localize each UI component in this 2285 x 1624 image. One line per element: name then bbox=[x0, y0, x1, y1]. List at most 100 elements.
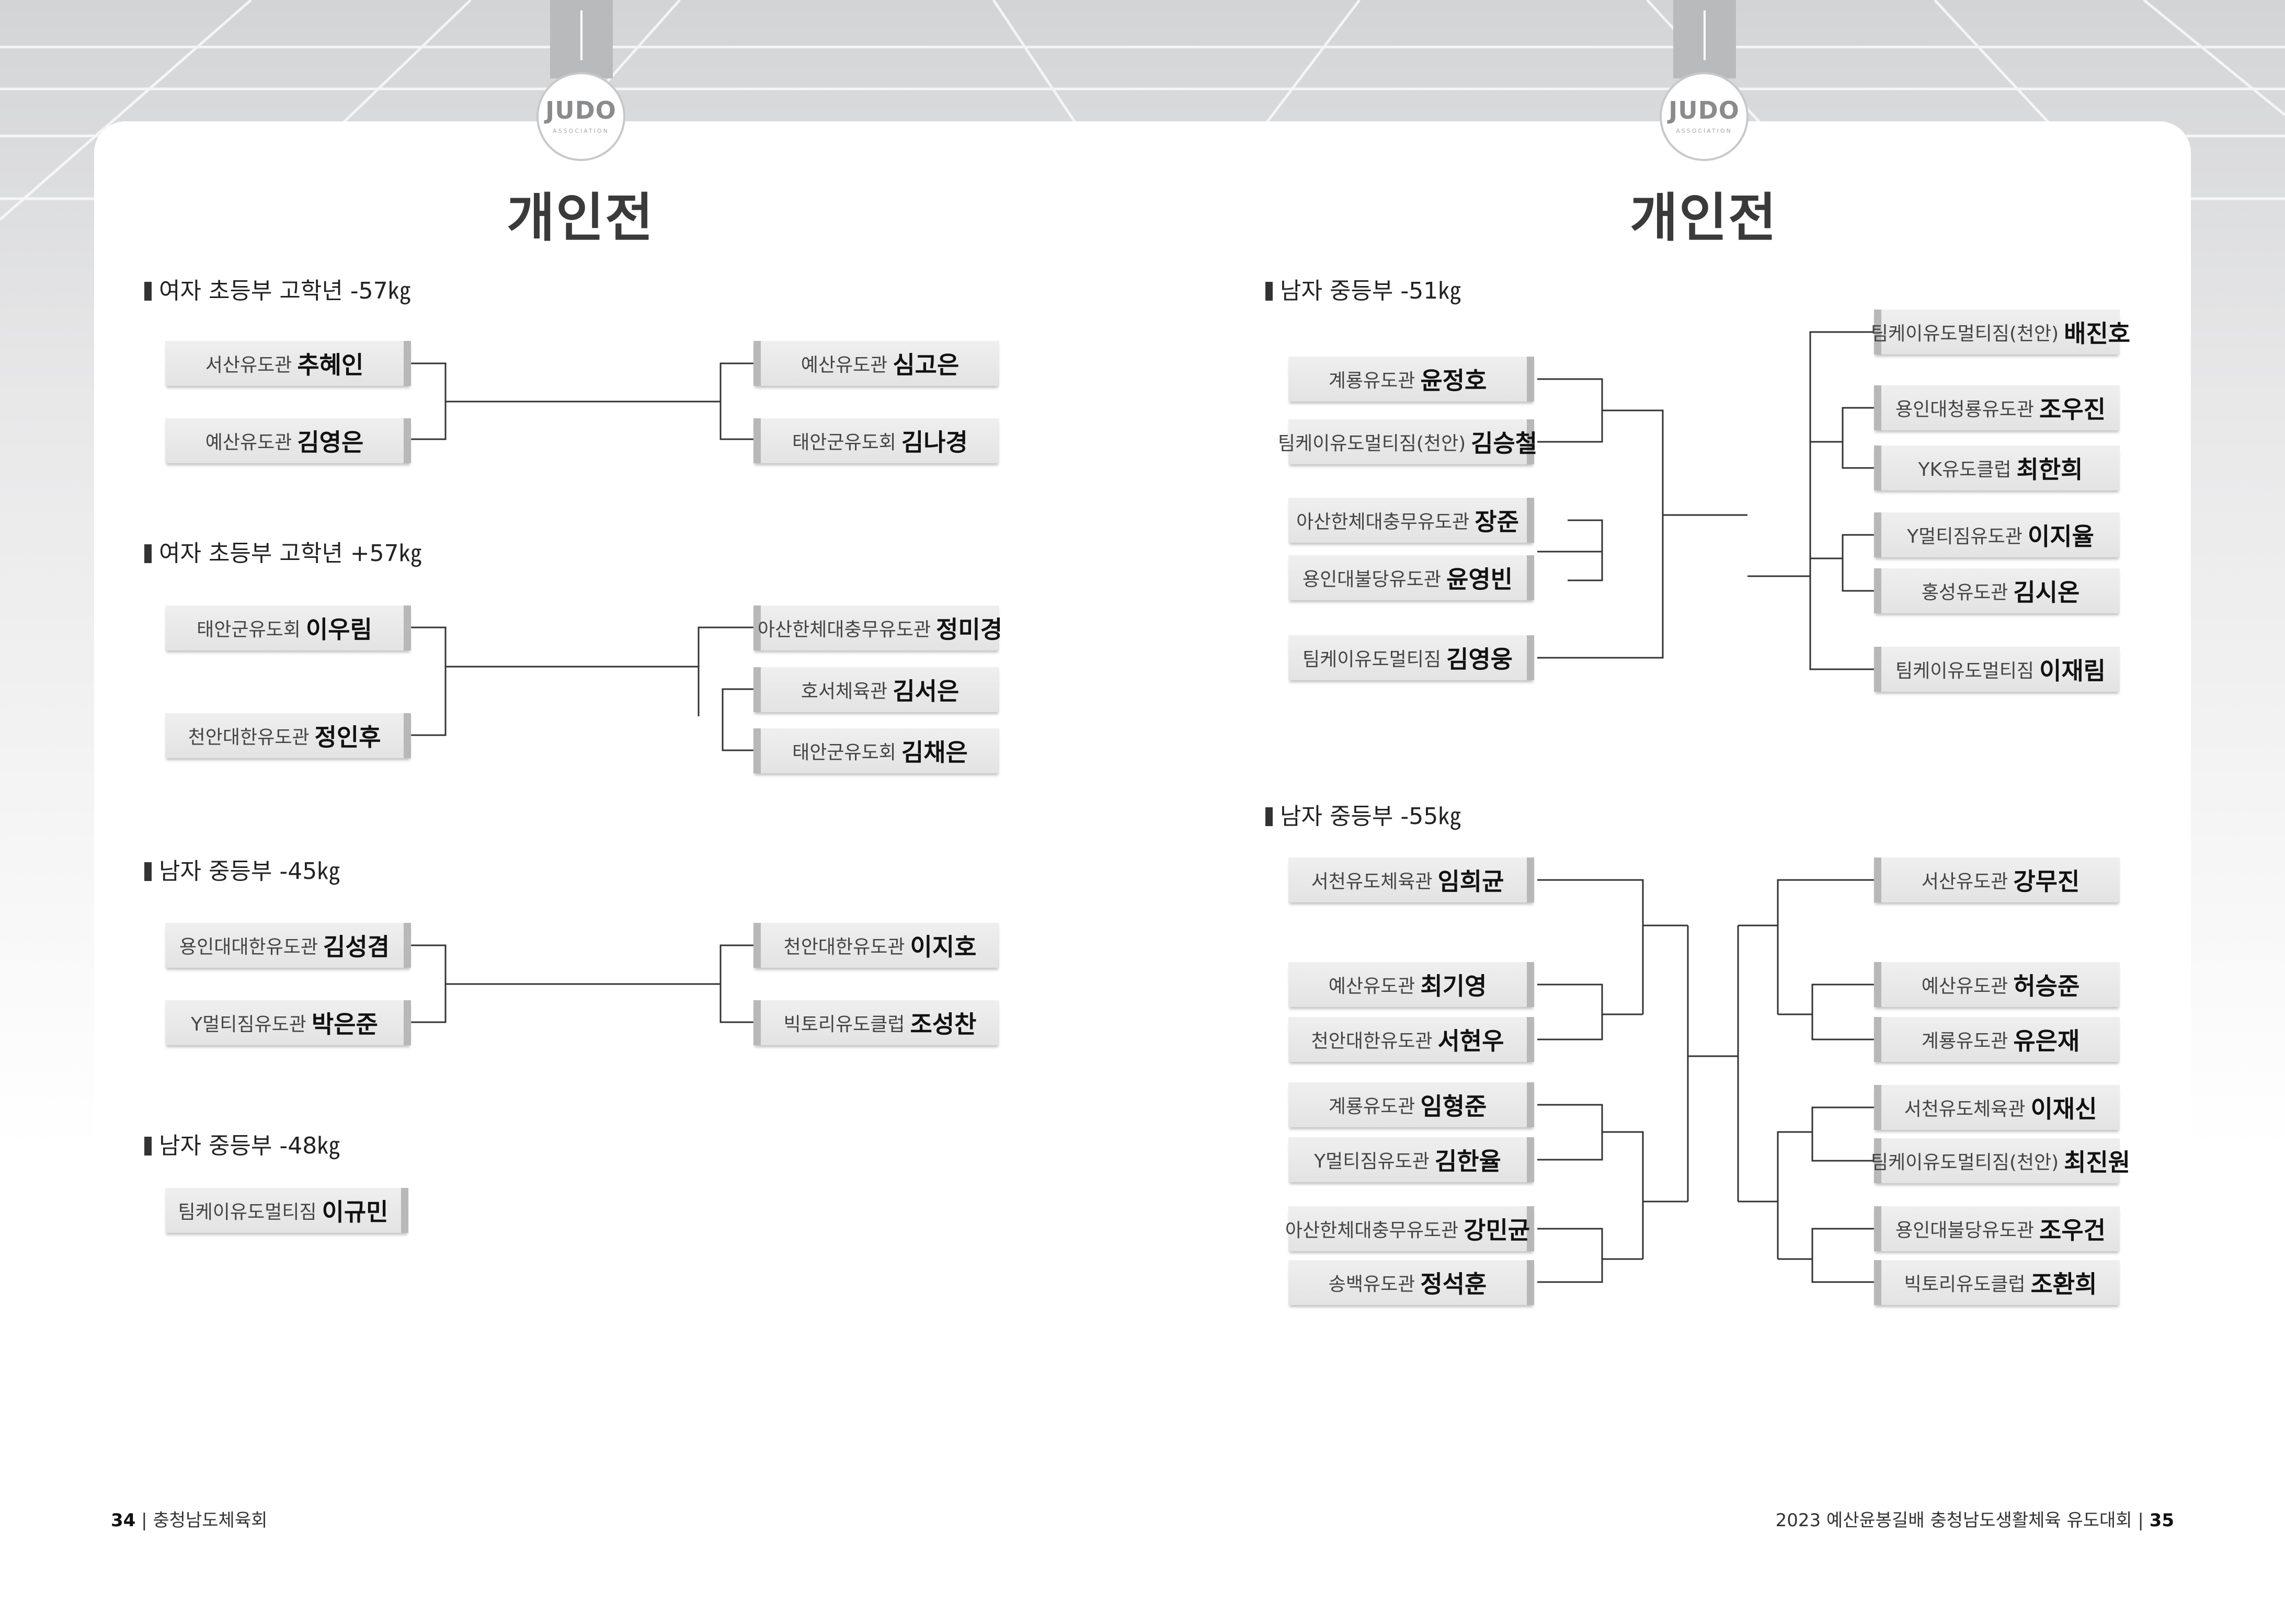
club-name: 서천유도체육관 bbox=[1311, 871, 1433, 893]
club-name: 예산유도관 bbox=[801, 354, 888, 376]
club-name: 예산유도관 bbox=[205, 432, 292, 453]
section-title: 남자 중등부 -48㎏ bbox=[144, 1127, 340, 1160]
club-name: 팀케이유도멀티짐 bbox=[1895, 660, 2034, 682]
club-name: 서산유도관 bbox=[205, 354, 292, 376]
section-title: 남자 중등부 -55㎏ bbox=[1265, 797, 1461, 831]
competitor-name: 김시온 bbox=[2013, 578, 2080, 607]
medal-ribbon bbox=[550, 0, 613, 78]
club-name: 홍성유도관 bbox=[1921, 582, 2008, 603]
competitor-name: 조우건 bbox=[2039, 1216, 2106, 1244]
club-name: 용인대불당유도관 bbox=[1895, 1220, 2034, 1241]
competitor-name: 김서은 bbox=[893, 677, 959, 705]
competitor-name: 강민균 bbox=[1464, 1216, 1530, 1244]
judo-logo: JUDO ASSOCIATION bbox=[1660, 72, 1749, 161]
logo-subtext: ASSOCIATION bbox=[553, 128, 609, 134]
club-name: 아산한체대충무유도관 bbox=[1296, 511, 1470, 533]
section-marker bbox=[144, 544, 152, 563]
competitor-name: 박은준 bbox=[311, 1010, 378, 1038]
club-name: Y멀티짐유도관 bbox=[1907, 526, 2023, 547]
club-name: 서천유도체육관 bbox=[1904, 1099, 2026, 1120]
competitor-name: 정미경 bbox=[936, 615, 1003, 644]
section-title-text: 남자 중등부 -45㎏ bbox=[159, 858, 340, 885]
logo-text: JUDO bbox=[545, 96, 616, 124]
logo-subtext: ASSOCIATION bbox=[1676, 128, 1732, 134]
page-number: 34 bbox=[111, 1510, 136, 1531]
page-card bbox=[94, 121, 2191, 1624]
section-title-text: 남자 중등부 -55㎏ bbox=[1280, 803, 1461, 830]
competitor-name: 최진원 bbox=[2064, 1148, 2131, 1176]
club-name: 송백유도관 bbox=[1328, 1274, 1415, 1295]
club-name: 예산유도관 bbox=[1328, 976, 1415, 997]
competitor-name: 강무진 bbox=[2013, 867, 2080, 896]
club-name: 아산한체대충무유도관 bbox=[1285, 1220, 1459, 1241]
section-title: 여자 초등부 고학년 +57㎏ bbox=[144, 534, 422, 568]
competitor-name: 정석훈 bbox=[1420, 1270, 1487, 1298]
competitor-name: 최한희 bbox=[2016, 455, 2083, 484]
competitor-name: 이재림 bbox=[2039, 657, 2106, 685]
competitor-name: 김한율 bbox=[1434, 1147, 1501, 1175]
club-name: 태안군유도회 bbox=[197, 619, 301, 641]
section-title-text: 여자 초등부 고학년 -57㎏ bbox=[159, 278, 411, 304]
club-name: 서산유도관 bbox=[1921, 871, 2008, 893]
section-title-text: 여자 초등부 고학년 +57㎏ bbox=[159, 540, 422, 567]
competitor-name: 유은재 bbox=[2013, 1027, 2080, 1055]
competitor-name: 김채은 bbox=[901, 738, 968, 767]
competitor-name: 최기영 bbox=[1420, 972, 1487, 1000]
club-name: 팀케이유도멀티짐 bbox=[178, 1202, 317, 1223]
club-name: Y멀티짐유도관 bbox=[191, 1014, 306, 1035]
section-marker bbox=[144, 282, 152, 301]
competitor-name: 이재신 bbox=[2030, 1095, 2097, 1123]
section-marker bbox=[1265, 282, 1273, 301]
section-title: 여자 초등부 고학년 -57㎏ bbox=[144, 272, 411, 305]
club-name: 아산한체대충무유도관 bbox=[757, 619, 931, 641]
club-name: 태안군유도회 bbox=[792, 432, 896, 453]
competitor-name: 심고은 bbox=[893, 351, 959, 379]
page-number: 35 bbox=[2149, 1510, 2174, 1531]
competitor-name: 윤영빈 bbox=[1446, 565, 1513, 593]
competitor-name: 임형준 bbox=[1420, 1092, 1487, 1120]
competitor-box: 팀케이유도멀티짐(천안)김승철 bbox=[1278, 419, 1538, 464]
club-name: 천안대한유도관 bbox=[1311, 1031, 1433, 1052]
competitor-name: 이규민 bbox=[322, 1198, 389, 1226]
footer-event: 2023 예산윤봉길배 충청남도생활체육 유도대회 bbox=[1775, 1510, 2132, 1531]
page-title-right: 개인전 bbox=[1630, 187, 1777, 248]
footer-org: 충청남도체육회 bbox=[153, 1510, 268, 1531]
club-name: 빅토리유도클럽 bbox=[783, 1014, 905, 1035]
club-name: 용인대대한유도관 bbox=[179, 936, 318, 958]
competitor-name: 장준 bbox=[1475, 508, 1519, 536]
section-title: 남자 중등부 -51㎏ bbox=[1265, 272, 1461, 305]
competitor-name: 조환희 bbox=[2030, 1270, 2097, 1298]
footer-right: 2023 예산윤봉길배 충청남도생활체육 유도대회 | 35 bbox=[1776, 1506, 2174, 1531]
competitor-name: 배진호 bbox=[2064, 319, 2131, 348]
competitor-name: 이지호 bbox=[910, 933, 977, 961]
competitor-name: 김승철 bbox=[1471, 429, 1538, 458]
footer-left: 34 | 충청남도체육회 bbox=[111, 1506, 267, 1531]
page-title-left: 개인전 bbox=[507, 187, 654, 248]
club-name: 천안대한유도관 bbox=[783, 936, 905, 958]
club-name: 빅토리유도클럽 bbox=[1904, 1274, 2026, 1295]
club-name: 용인대청룡유도관 bbox=[1895, 399, 2034, 420]
section-marker bbox=[144, 1137, 152, 1156]
competitor-name: 조우진 bbox=[2039, 395, 2106, 424]
